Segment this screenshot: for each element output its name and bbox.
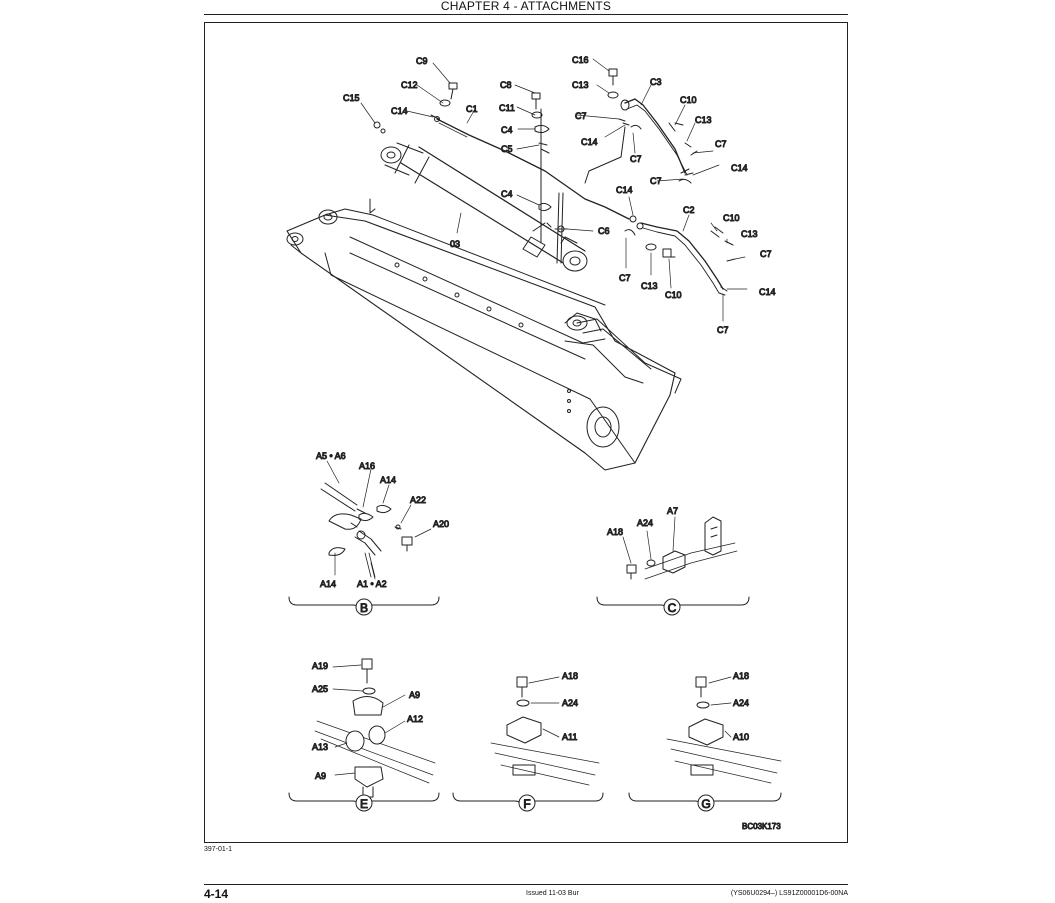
detail-g-marker: G — [701, 797, 710, 811]
label-a7: A7 — [667, 506, 678, 516]
label-c12: C12 — [401, 80, 418, 90]
label-a9: A9 — [409, 690, 420, 700]
issued-date: Issued 11-03 Bur — [526, 890, 579, 897]
detail-c-parts — [626, 516, 738, 580]
detail-b-marker: B — [360, 601, 368, 615]
label-c13: C13 — [641, 281, 658, 291]
label-a14: A14 — [380, 475, 396, 485]
document-id: (YS06U0294–) LS91Z00001D6-00NA — [730, 890, 848, 897]
page-number: 4-14 — [204, 887, 229, 901]
label-a24: A24 — [733, 698, 749, 708]
label-a16: A16 — [359, 461, 375, 471]
label-c7: C7 — [630, 154, 642, 164]
detail-g-leaders — [708, 676, 732, 738]
label-c13: C13 — [572, 80, 589, 90]
label-a24: A24 — [562, 698, 578, 708]
label-c8: C8 — [500, 80, 512, 90]
label-a14: A14 — [320, 579, 336, 589]
hydraulic-cylinder — [380, 142, 588, 272]
label-c14: C14 — [731, 163, 748, 173]
label-c3: C3 — [650, 77, 662, 87]
label-c14: C14 — [391, 106, 408, 116]
label-a18: A18 — [607, 527, 623, 537]
label-c9: C9 — [416, 56, 428, 66]
detail-f-leaders — [528, 676, 560, 738]
label-c2: C2 — [683, 205, 695, 215]
label-a22: A22 — [410, 495, 426, 505]
footer-rule — [204, 884, 848, 885]
label-c13: C13 — [741, 229, 758, 239]
detail-e-leaders — [332, 664, 406, 776]
label-a9: A9 — [315, 771, 326, 781]
label-a18: A18 — [562, 671, 578, 681]
label-c7: C7 — [715, 139, 727, 149]
label-a20: A20 — [433, 519, 449, 529]
detail-f-parts — [490, 676, 600, 786]
label-c5: C5 — [501, 144, 513, 154]
detail-b-parts — [320, 482, 413, 578]
label-c7: C7 — [619, 273, 631, 283]
detail-e-parts — [314, 658, 436, 798]
label-c7: C7 — [575, 111, 587, 121]
label-c6: C6 — [598, 226, 610, 236]
detail-c-leaders — [622, 516, 676, 564]
arm-structure — [286, 198, 682, 471]
detail-e-marker-circle — [355, 794, 373, 812]
label-03: 03 — [450, 239, 460, 249]
label-a10: A10 — [733, 732, 749, 742]
detail-g-marker-circle — [697, 794, 715, 812]
detail-e-marker: E — [360, 797, 368, 811]
detail-g-parts — [666, 676, 782, 784]
label-a1-a2: A1 • A2 — [357, 579, 387, 589]
figure-code: BC03K173 — [742, 822, 781, 831]
label-c14: C14 — [616, 185, 633, 195]
label-a18: A18 — [733, 671, 749, 681]
figure-frame: C9 C12 C15 C14 C1 C8 C11 C4 C5 C4 C16 C1… — [204, 22, 848, 843]
detail-f-marker-circle — [518, 794, 536, 812]
label-a11: A11 — [562, 732, 577, 742]
label-c10: C10 — [665, 290, 682, 300]
label-c14: C14 — [759, 287, 776, 297]
label-a12: A12 — [407, 714, 423, 724]
label-c16: C16 — [572, 55, 589, 65]
label-c7: C7 — [717, 325, 729, 335]
detail-b-leaders — [326, 460, 432, 580]
label-c10: C10 — [680, 95, 697, 105]
label-c11: C11 — [499, 103, 515, 113]
pipes-and-hoses — [434, 98, 724, 294]
hardware-parts — [373, 68, 736, 296]
label-c15: C15 — [343, 93, 360, 103]
label-c14: C14 — [581, 137, 598, 147]
label-c7: C7 — [650, 176, 662, 186]
detail-b-marker-circle — [355, 598, 373, 616]
reference-code: 397-01-1 — [204, 846, 233, 853]
label-a25: A25 — [312, 684, 328, 694]
label-a19: A19 — [312, 661, 328, 671]
label-c1: C1 — [466, 104, 478, 114]
parts-diagram: C9 C12 C15 C14 C1 C8 C11 C4 C5 C4 C16 C1… — [286, 55, 782, 832]
detail-f-marker: F — [523, 797, 530, 811]
chapter-title: CHAPTER 4 - ATTACHMENTS — [440, 0, 612, 13]
label-c13: C13 — [695, 115, 712, 125]
leader-lines — [360, 58, 748, 322]
label-c7: C7 — [760, 249, 772, 259]
detail-c-marker-circle — [663, 598, 681, 616]
label-c4: C4 — [501, 189, 513, 199]
label-a24: A24 — [637, 518, 653, 528]
label-c4: C4 — [501, 125, 513, 135]
label-c10: C10 — [723, 213, 740, 223]
header-rule — [204, 14, 848, 15]
label-a5-a6: A5 • A6 — [316, 451, 346, 461]
detail-c-marker: C — [668, 601, 677, 615]
label-a13: A13 — [312, 742, 328, 752]
